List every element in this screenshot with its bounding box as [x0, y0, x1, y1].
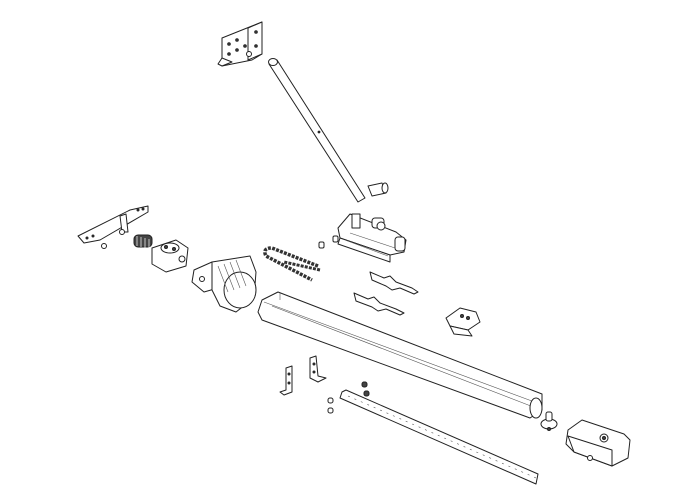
motor-unit: [565, 419, 631, 467]
chain: [263, 246, 321, 282]
chain-nuts: [318, 235, 339, 249]
door-arm: [268, 58, 366, 203]
angle-bracket-left: [279, 365, 293, 396]
chain-tensioner: [151, 239, 189, 273]
angle-bracket-right: [309, 355, 327, 383]
pin-upper: [369, 271, 419, 295]
rail-clip: [445, 307, 481, 337]
drive-sprocket: [540, 411, 558, 431]
rack-bolts-upper: [361, 381, 370, 397]
toothed-rack: [339, 389, 539, 485]
carriage: [337, 213, 407, 263]
rail: [257, 291, 543, 419]
rack-bolts-lower: [327, 397, 334, 414]
pin-lower: [353, 292, 405, 316]
ceiling-bracket: [77, 205, 149, 249]
rail-end-cap: [191, 255, 257, 313]
arm-sleeve: [367, 182, 389, 197]
door-bracket: [217, 21, 263, 67]
tension-spring: [133, 234, 153, 249]
